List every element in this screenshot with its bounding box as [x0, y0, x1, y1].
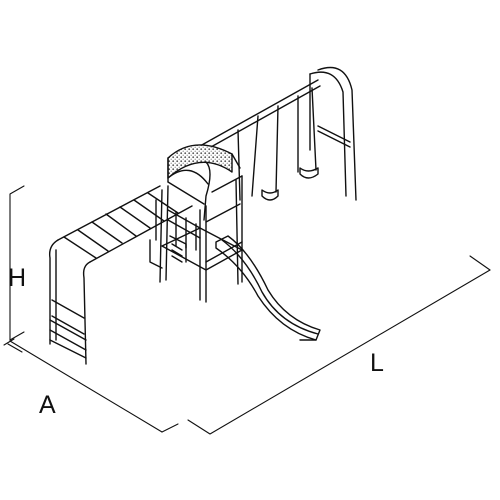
width-label: A: [39, 391, 56, 419]
swing-frame: [199, 66, 357, 201]
monkey-bars: [48, 185, 193, 365]
swing-left: [251, 105, 279, 201]
ladder: [49, 299, 87, 359]
play-tower: [149, 175, 243, 303]
slide: [215, 235, 321, 341]
width-dimension-line: [3, 338, 179, 433]
height-dimension-line: [7, 185, 25, 353]
swing-right: [297, 87, 319, 179]
canopy-roof: [167, 144, 243, 221]
length-dimension-line: [187, 255, 491, 435]
length-label: L: [370, 349, 384, 377]
height-label: H: [8, 264, 27, 292]
